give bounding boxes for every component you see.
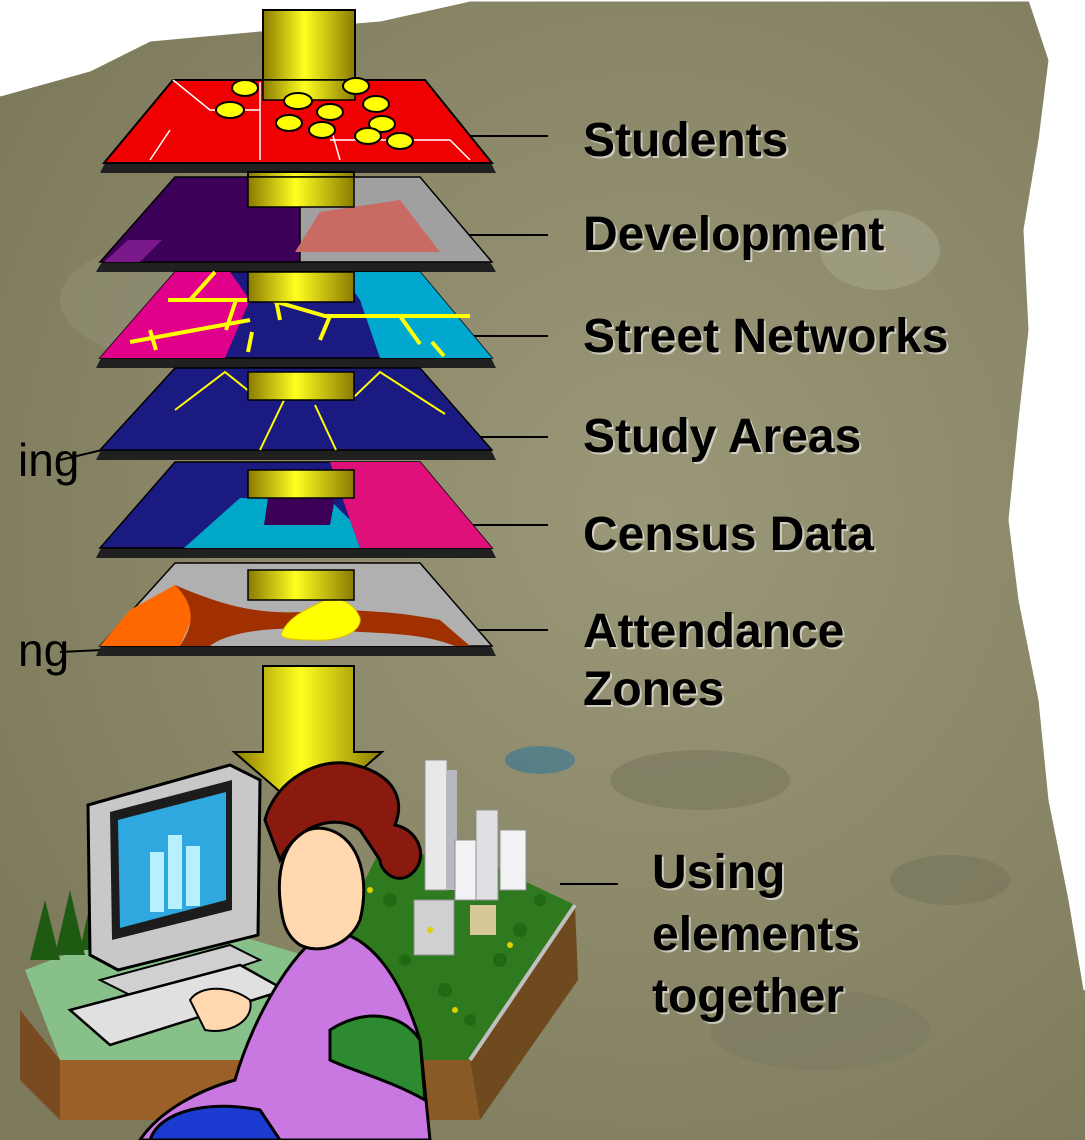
attendance-zones-layer (96, 562, 496, 656)
cut-text-2: ng (18, 624, 69, 676)
label-study-areas: Study Areas (583, 410, 862, 463)
student-dots (215, 77, 414, 150)
label-street-networks: Street Networks (583, 310, 949, 363)
development-layer (96, 176, 496, 272)
label-students: Students (583, 114, 789, 167)
label-development: Development (583, 208, 885, 261)
leader-lines (59, 135, 618, 885)
census-data-layer (96, 461, 496, 558)
computer-monitor-illustration (67, 763, 289, 1047)
street-networks-layer (96, 270, 496, 368)
label-using-elements-together: Using elements together (652, 846, 861, 1023)
students-layer (100, 77, 496, 173)
cut-text-1: ing (18, 434, 79, 486)
woman-illustration (138, 761, 432, 1140)
study-areas-layer (96, 367, 496, 460)
label-attendance-zones: Attendance Zones (583, 605, 845, 716)
label-census-data: Census Data (583, 508, 874, 561)
